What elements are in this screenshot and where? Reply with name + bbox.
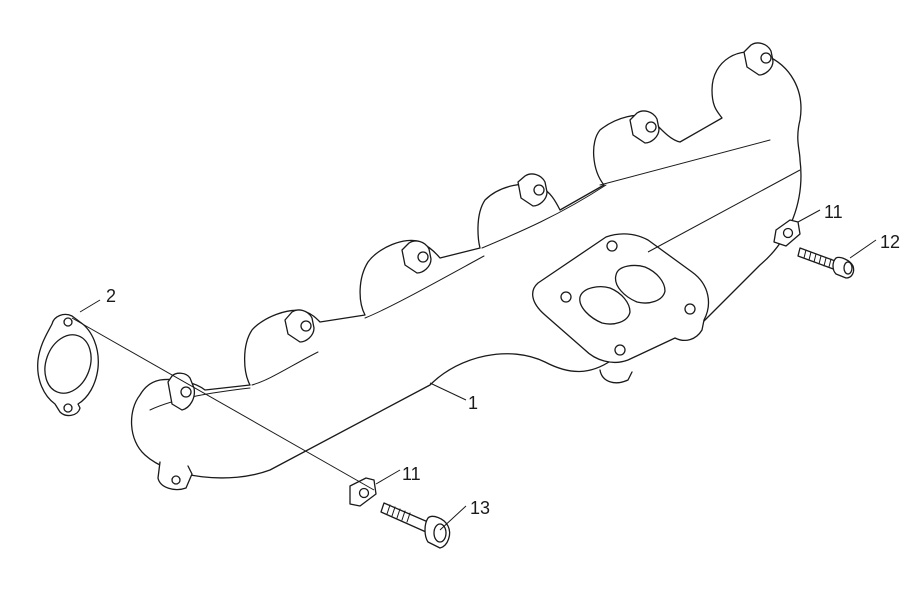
exhaust-gasket <box>37 313 99 417</box>
lock-plate-left <box>349 477 377 507</box>
turbo-flange <box>532 233 710 384</box>
exhaust-manifold <box>130 42 802 491</box>
manifold-body <box>130 51 802 479</box>
callout-lock-plate-left: 11 <box>402 464 421 484</box>
callout-lock-plate-right: 11 <box>824 202 843 222</box>
callout-manifold: 1 <box>468 393 478 413</box>
lock-plate-right <box>773 219 801 247</box>
manifold-boss-2 <box>284 309 315 343</box>
manifold-boss-3 <box>401 240 432 274</box>
stud-right <box>797 247 855 279</box>
bolt-left <box>380 502 451 549</box>
callout-gasket: 2 <box>106 286 116 306</box>
callout-stud-right: 12 <box>880 232 900 252</box>
manifold-boss-5 <box>629 110 660 144</box>
manifold-boss-6 <box>743 42 774 76</box>
leader-lines <box>71 169 877 531</box>
manifold-boss-1 <box>167 372 196 411</box>
manifold-boss-4 <box>517 173 548 207</box>
callout-bolt-left: 13 <box>470 498 490 518</box>
